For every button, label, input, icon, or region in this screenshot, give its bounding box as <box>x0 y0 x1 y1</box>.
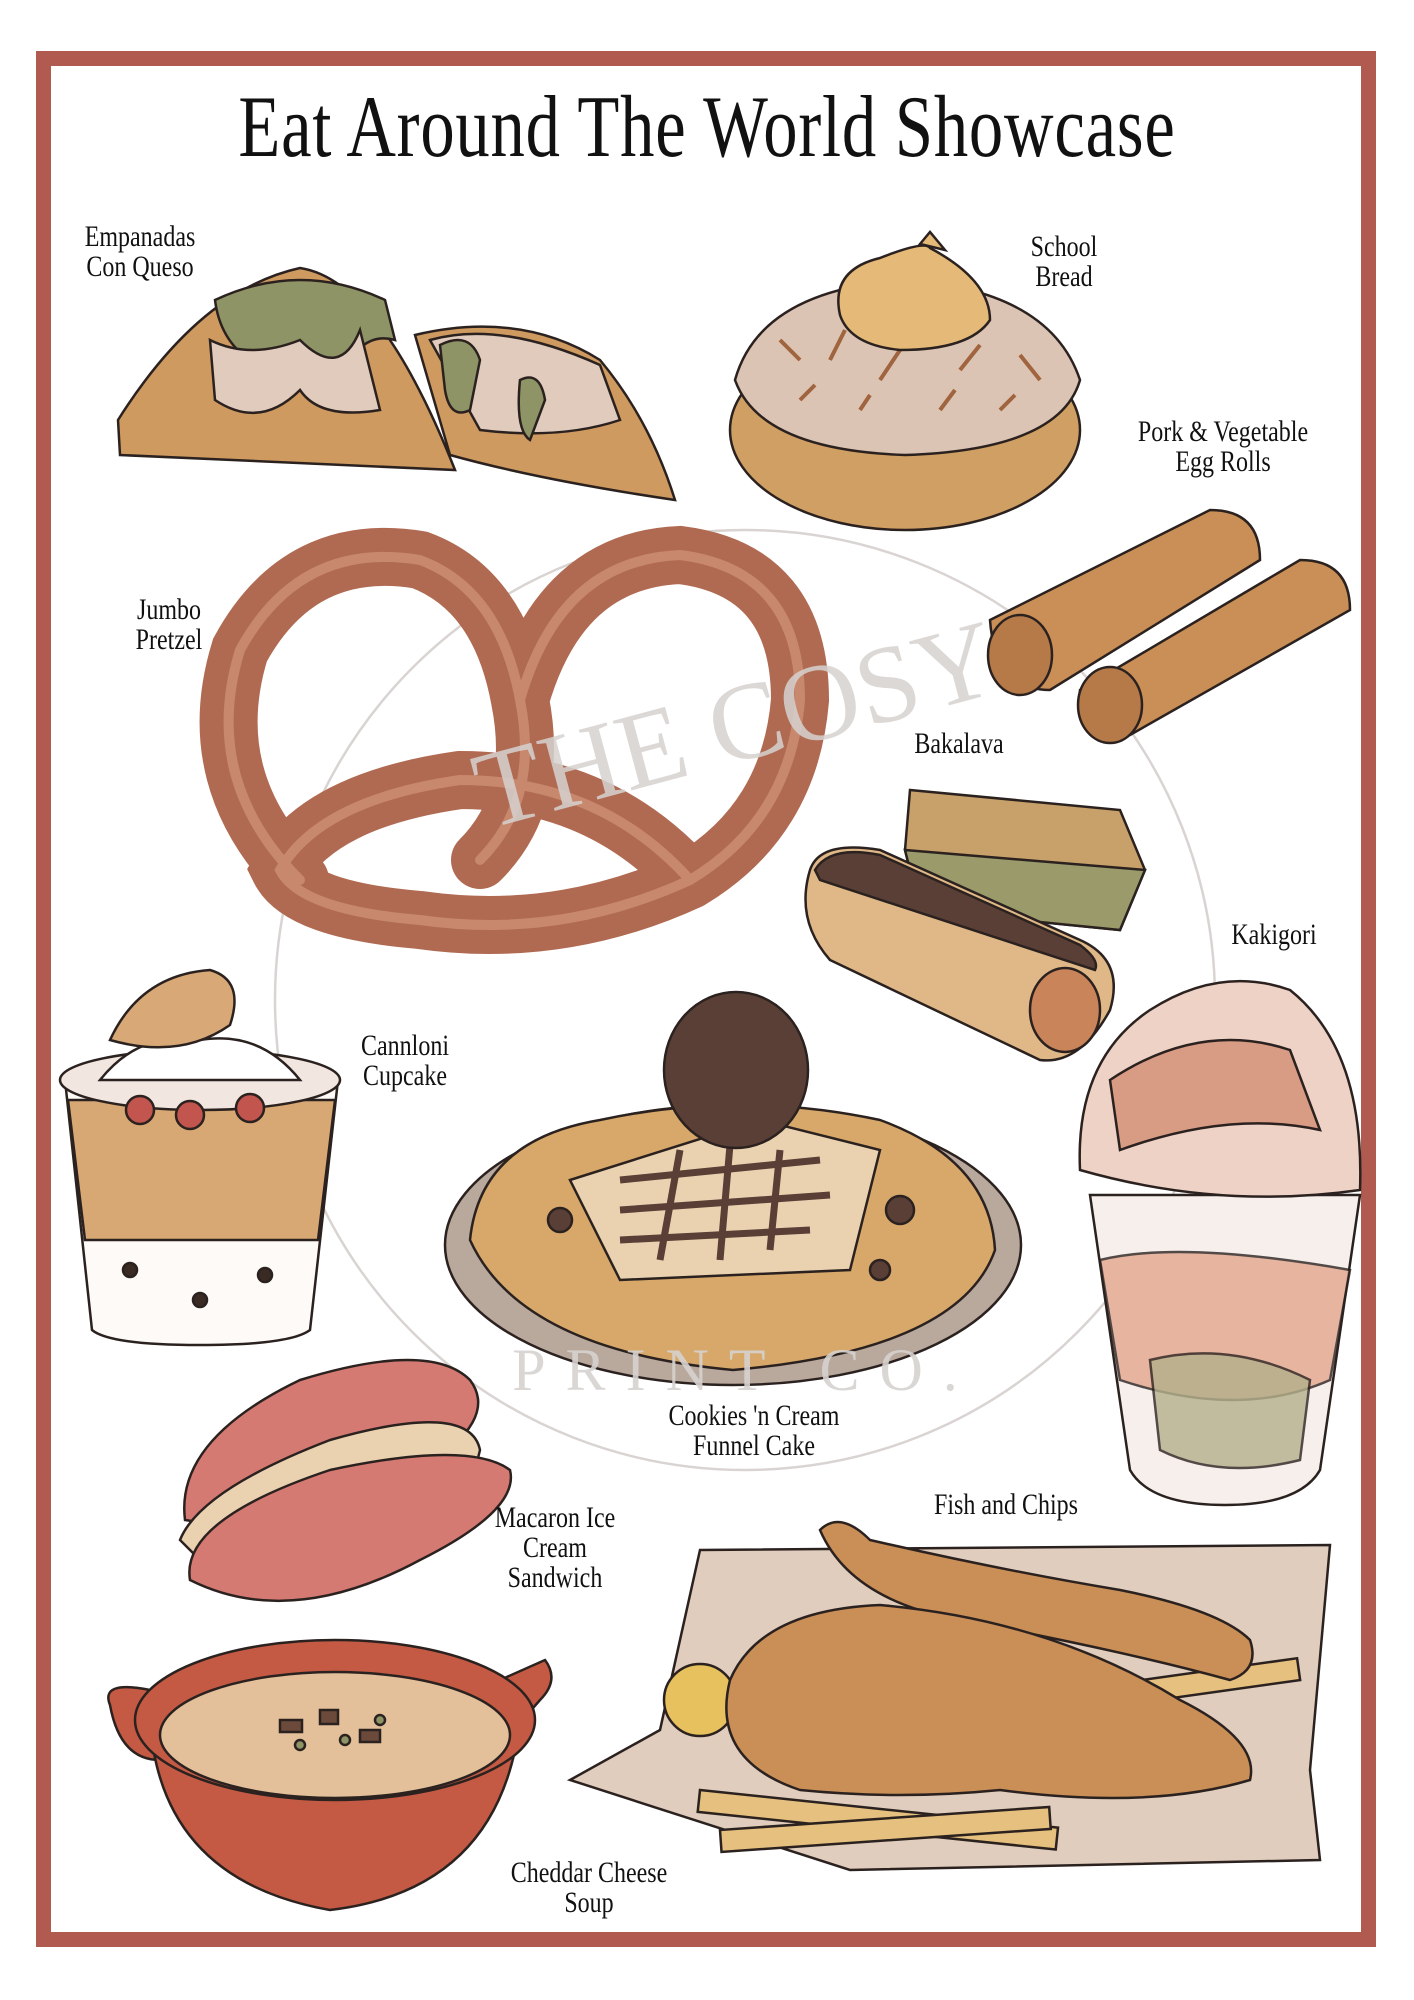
svg-text:PRINT CO.: PRINT CO. <box>512 1337 978 1403</box>
empanadas-illustration <box>116 266 677 502</box>
cupcake-illustration <box>58 968 342 1347</box>
poster-title: Eat Around The World Showcase <box>238 79 1176 176</box>
kakigori-illustration <box>1078 979 1362 1507</box>
egg-rolls-illustration <box>986 508 1352 745</box>
pretzel-illustration <box>199 525 830 954</box>
macaron-illustration <box>178 1358 513 1603</box>
label-kakigori: Kakigori <box>1231 918 1317 951</box>
label-fish-chips: Fish and Chips <box>933 1488 1079 1521</box>
cheddar-soup-illustration <box>107 1638 553 1912</box>
school-bread-illustration <box>728 230 1082 532</box>
funnel-cake-illustration <box>443 990 1023 1387</box>
fish-and-chips-illustration <box>566 1520 1332 1872</box>
baklava-illustration <box>804 788 1147 1062</box>
label-baklava: Bakalava <box>914 727 1004 760</box>
